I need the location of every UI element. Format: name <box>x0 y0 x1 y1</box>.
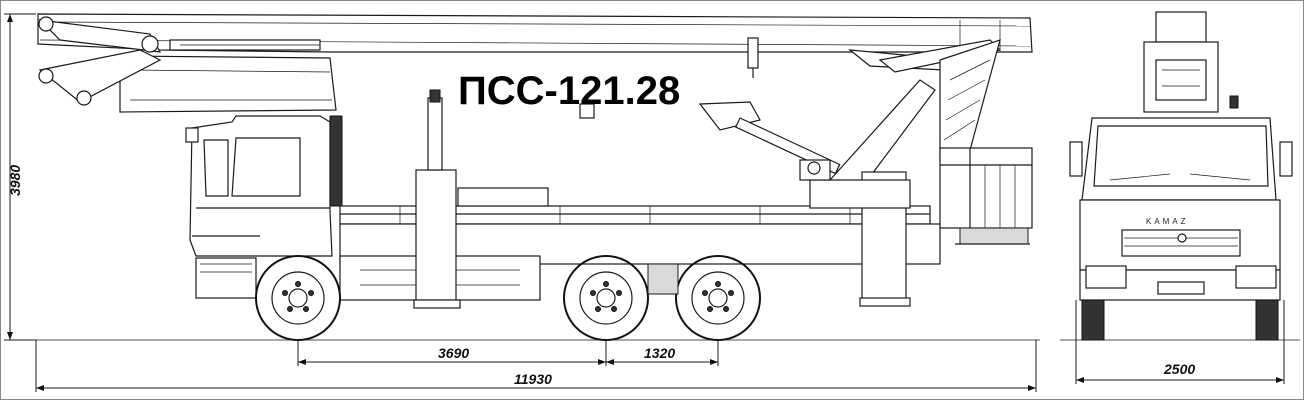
height-label: 3980 <box>7 165 23 196</box>
suspension <box>647 263 679 295</box>
dimension-height: 3980 <box>4 13 36 341</box>
work-platform <box>939 147 1033 245</box>
width-label: 2500 <box>1163 361 1195 377</box>
side-view <box>20 13 1040 341</box>
boom <box>37 13 1033 191</box>
dimension-wheelbase: 3690 1320 <box>297 340 719 366</box>
dimension-length: 11930 <box>35 340 1037 392</box>
cab <box>185 115 343 299</box>
wheelbase-label: 3690 <box>438 345 469 361</box>
rear-wheel-1 <box>563 255 649 341</box>
model-title: ПСС-121.28 <box>458 69 680 113</box>
dimension-width: 2500 <box>1075 300 1285 384</box>
rear-wheel-2 <box>675 255 761 341</box>
turret <box>579 103 911 209</box>
front-view: KAMAZ <box>1060 11 1300 341</box>
length-label: 11930 <box>514 371 552 387</box>
axle-spacing-label: 1320 <box>644 345 675 361</box>
front-wheel <box>255 255 341 341</box>
brand-label: KAMAZ <box>1146 217 1189 226</box>
